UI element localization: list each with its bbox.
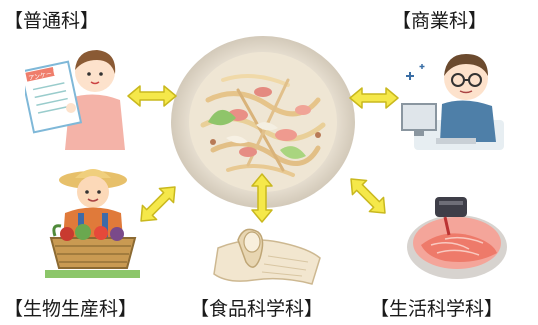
label-food-science-course: 【食品科学科】 xyxy=(190,298,324,320)
arrow-commerce xyxy=(349,87,399,109)
arrow-food-science xyxy=(251,173,273,223)
label-life-science-course: 【生活科学科】 xyxy=(370,298,504,320)
arrow-general xyxy=(127,85,177,107)
bioproduction-course-illustration xyxy=(45,158,140,283)
central-dish-image xyxy=(168,30,358,210)
arrow-life-science xyxy=(350,178,386,214)
commerce-course-illustration xyxy=(400,42,510,154)
label-bioproduction-course: 【生物生産科】 xyxy=(4,298,138,320)
general-course-illustration: アンケート xyxy=(25,38,130,150)
arrow-bioproduction xyxy=(140,186,176,222)
food-science-course-illustration xyxy=(208,218,326,293)
label-commerce-course: 【商業科】 xyxy=(392,10,488,32)
label-general-course: 【普通科】 xyxy=(4,10,100,32)
life-science-course-illustration xyxy=(405,195,510,280)
